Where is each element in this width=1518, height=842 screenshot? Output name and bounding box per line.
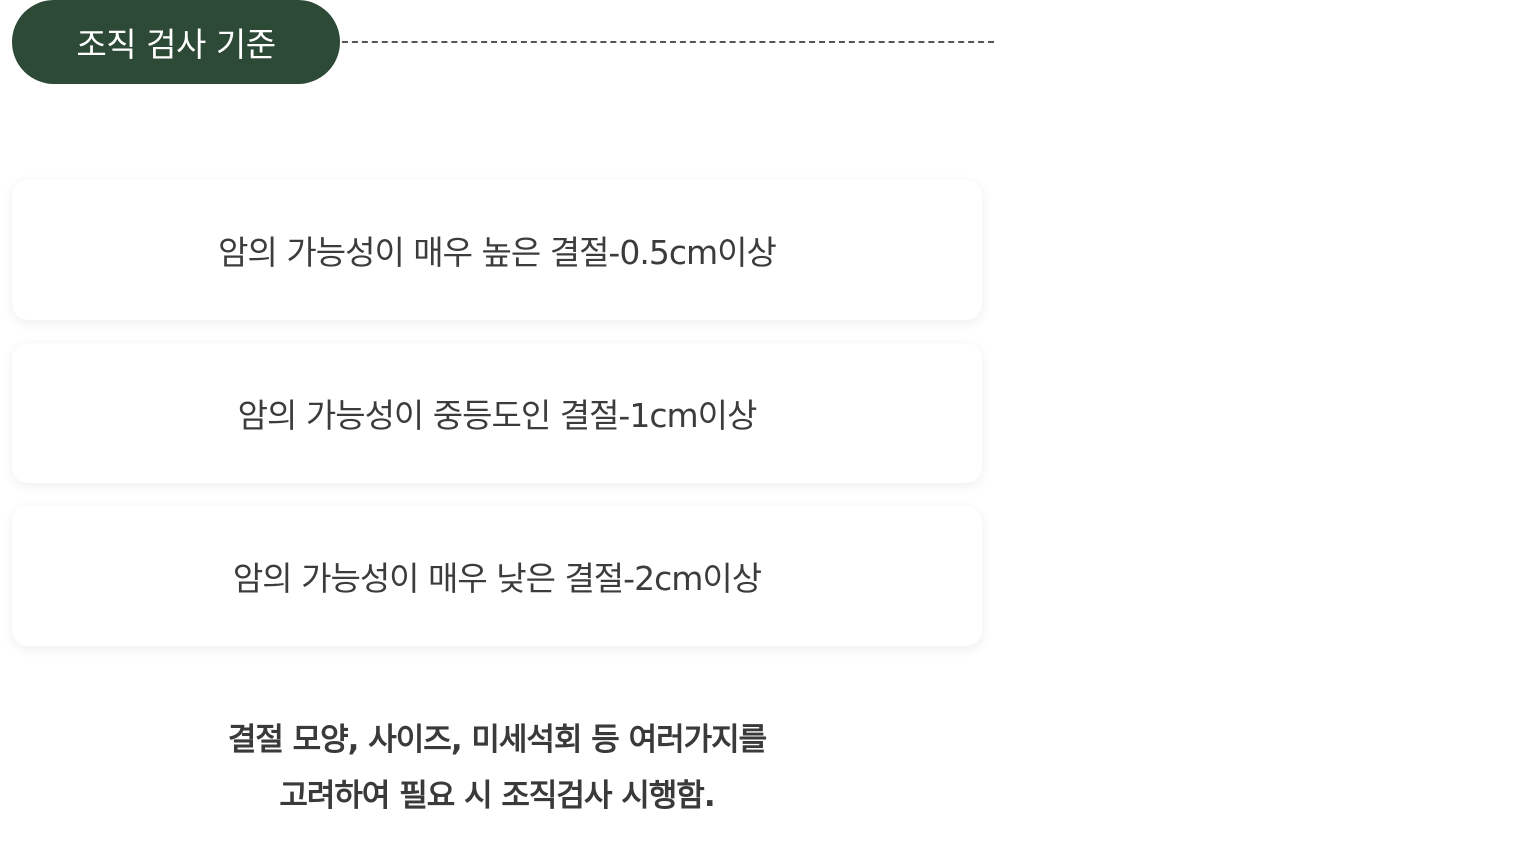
- criteria-card-high-risk: 암의 가능성이 매우 높은 결절-0.5cm이상: [12, 180, 982, 320]
- dashed-divider: [342, 41, 994, 43]
- criteria-text: 암의 가능성이 매우 높은 결절-0.5cm이상: [218, 233, 777, 272]
- criteria-card-intermediate-risk: 암의 가능성이 중등도인 결절-1cm이상: [12, 343, 982, 483]
- section-title-pill: 조직 검사 기준: [12, 0, 340, 84]
- section-header: 조직 검사 기준: [12, 0, 997, 84]
- criteria-text: 암의 가능성이 중등도인 결절-1cm이상: [237, 396, 758, 435]
- criteria-card-low-risk: 암의 가능성이 매우 낮은 결절-2cm이상: [12, 506, 982, 646]
- biopsy-note: 결절 모양, 사이즈, 미세석회 등 여러가지를 고려하여 필요 시 조직검사 …: [12, 712, 982, 824]
- biopsy-note-line-1: 결절 모양, 사이즈, 미세석회 등 여러가지를: [227, 722, 767, 758]
- section-title: 조직 검사 기준: [76, 25, 276, 64]
- criteria-list: 암의 가능성이 매우 높은 결절-0.5cm이상 암의 가능성이 중등도인 결절…: [12, 180, 982, 669]
- criteria-text: 암의 가능성이 매우 낮은 결절-2cm이상: [232, 559, 762, 598]
- biopsy-note-line-2: 고려하여 필요 시 조직검사 시행함.: [279, 778, 715, 814]
